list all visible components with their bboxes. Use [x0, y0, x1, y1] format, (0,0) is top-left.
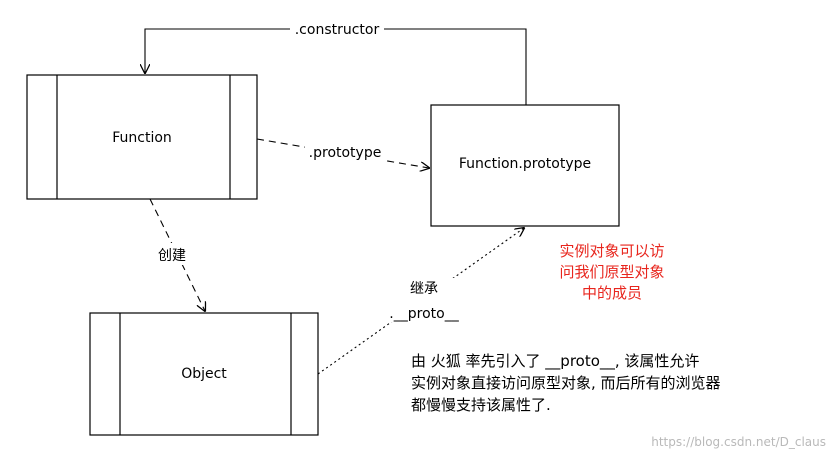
explanatory-note: 由 火狐 率先引入了 __proto__, 该属性允许 实例对象直接访问原型对象… — [411, 352, 721, 414]
constructor-edge: .constructor — [145, 20, 527, 105]
red-annotation: 实例对象可以访 问我们原型对象 中的成员 — [559, 242, 664, 302]
inherit-label: 继承 — [410, 281, 438, 297]
object-node: Object — [89, 312, 319, 436]
note-line-3: 都慢慢支持该属性了. — [411, 396, 551, 414]
function-node: Function — [26, 74, 258, 200]
watermark: https://blog.csdn.net/D_claus — [651, 435, 826, 449]
function-prototype-label: Function.prototype — [459, 156, 591, 172]
note-line-2: 实例对象直接访问原型对象, 而后所有的浏览器 — [411, 374, 721, 392]
function-prototype-node: Function.prototype — [430, 104, 620, 227]
prototype-edge: .prototype — [256, 138, 429, 168]
proto-edge: 继承 .__proto__ — [317, 228, 524, 375]
red-annotation-line-3: 中的成员 — [582, 284, 642, 302]
constructor-label: .constructor — [295, 22, 380, 38]
note-line-1: 由 火狐 率先引入了 __proto__, 该属性允许 — [411, 352, 699, 371]
red-annotation-line-1: 实例对象可以访 — [559, 242, 664, 260]
object-label: Object — [181, 366, 227, 382]
create-label: 创建 — [158, 248, 186, 264]
proto-label: .__proto__ — [389, 306, 459, 322]
create-edge: 创建 — [149, 198, 205, 311]
prototype-label: .prototype — [309, 145, 382, 161]
function-label: Function — [112, 130, 172, 146]
red-annotation-line-2: 问我们原型对象 — [559, 263, 664, 281]
